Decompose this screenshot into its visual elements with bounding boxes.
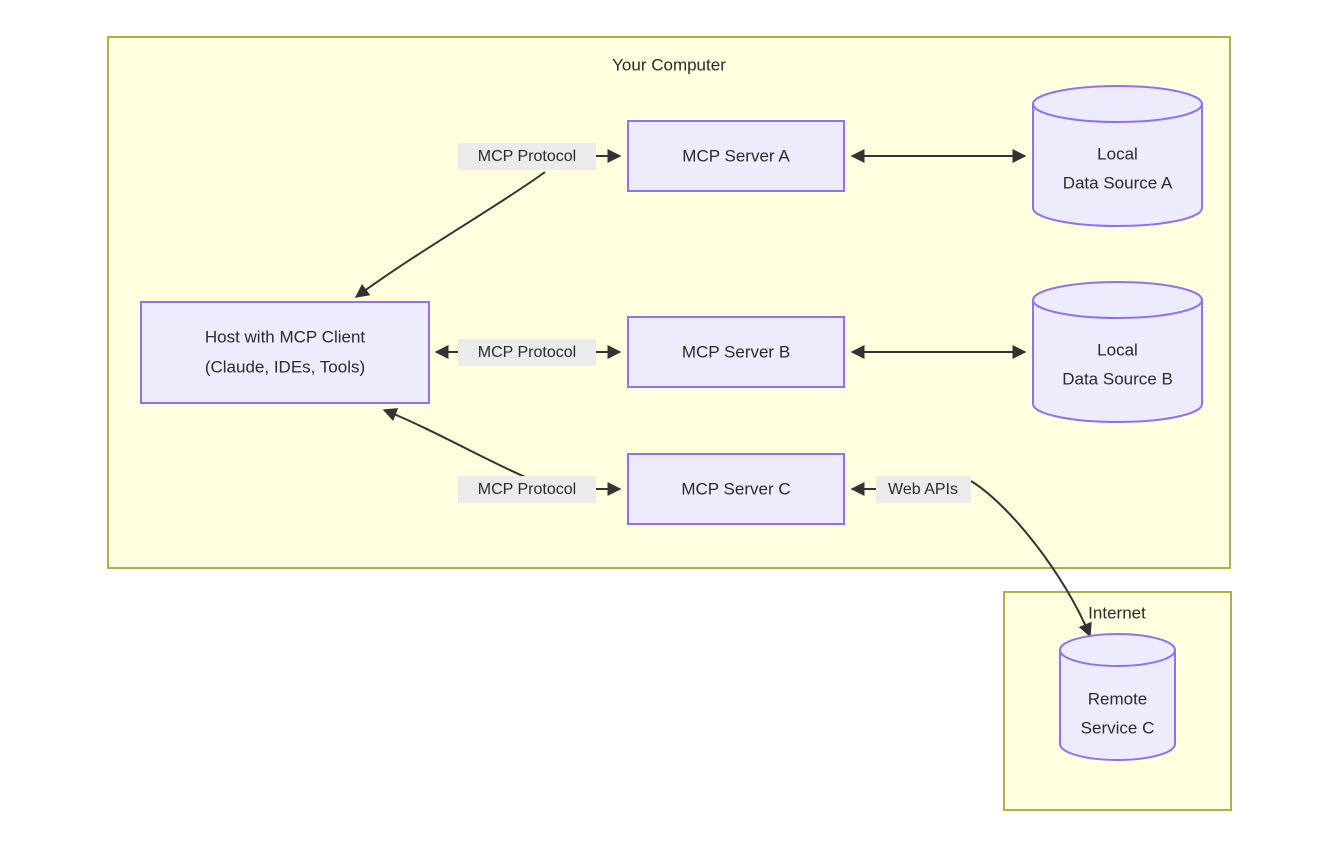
edge-label-mcp-protocol-a: MCP Protocol — [458, 143, 596, 170]
edge-label-b-text: MCP Protocol — [478, 344, 576, 361]
edge-label-web-apis-text: Web APIs — [888, 481, 958, 498]
edge-label-b-bg — [458, 339, 596, 366]
node-mcp-server-a[interactable]: MCP Server A — [627, 120, 845, 192]
edge-label-c-bg — [458, 476, 596, 503]
edge-label-c-text: MCP Protocol — [478, 481, 576, 498]
data-source-a-label-line1: Local — [1097, 144, 1138, 163]
node-remote-service-c[interactable]: Remote Service C — [1059, 633, 1176, 761]
data-source-b-label-line1: Local — [1097, 340, 1138, 359]
data-source-a-label-line2: Data Source A — [1063, 173, 1173, 192]
node-local-data-source-a[interactable]: Local Data Source A — [1032, 85, 1203, 227]
mcp-server-c-label: MCP Server C — [681, 479, 790, 498]
edge-label-a-text: MCP Protocol — [478, 148, 576, 165]
remote-service-c-label-line2: Service C — [1081, 718, 1155, 737]
edge-label-web-apis-bg — [876, 476, 971, 503]
edge-label-a-bg — [458, 143, 596, 170]
data-source-b-cylinder-top — [1032, 281, 1203, 319]
edge-label-web-apis: Web APIs — [876, 476, 971, 503]
internet-label: Internet — [1088, 603, 1146, 622]
data-source-b-label-line2: Data Source B — [1062, 369, 1173, 388]
host-label-line1: Host with MCP Client — [205, 327, 366, 346]
mcp-server-b-box[interactable] — [627, 316, 845, 388]
mcp-server-a-label: MCP Server A — [682, 146, 790, 165]
data-source-a-cylinder-top — [1032, 85, 1203, 123]
edge-server-c-to-remote-curve — [970, 480, 1092, 638]
edge-label-mcp-protocol-c: MCP Protocol — [458, 476, 596, 503]
node-host[interactable]: Host with MCP Client (Claude, IDEs, Tool… — [140, 301, 430, 404]
internet-boundary — [1003, 591, 1232, 811]
group-internet: Internet — [1003, 591, 1232, 811]
data-source-a-cylinder-body[interactable] — [1032, 103, 1203, 227]
mcp-server-a-box[interactable] — [627, 120, 845, 192]
host-label-line2: (Claude, IDEs, Tools) — [205, 357, 365, 376]
mcp-server-b-label: MCP Server B — [682, 342, 790, 361]
mcp-server-c-box[interactable] — [627, 453, 845, 525]
host-box[interactable] — [140, 301, 430, 404]
edge-server-c-to-host-curve — [382, 408, 531, 480]
edge-server-a-to-host-curve — [354, 171, 546, 298]
remote-service-c-label-line1: Remote — [1088, 689, 1148, 708]
node-local-data-source-b[interactable]: Local Data Source B — [1032, 281, 1203, 423]
node-mcp-server-b[interactable]: MCP Server B — [627, 316, 845, 388]
remote-service-c-cylinder-body[interactable] — [1059, 649, 1176, 761]
node-mcp-server-c[interactable]: MCP Server C — [627, 453, 845, 525]
your-computer-label: Your Computer — [612, 55, 726, 74]
data-source-b-cylinder-body[interactable] — [1032, 299, 1203, 423]
remote-service-c-cylinder-top — [1059, 633, 1176, 667]
edge-label-mcp-protocol-b: MCP Protocol — [458, 339, 596, 366]
